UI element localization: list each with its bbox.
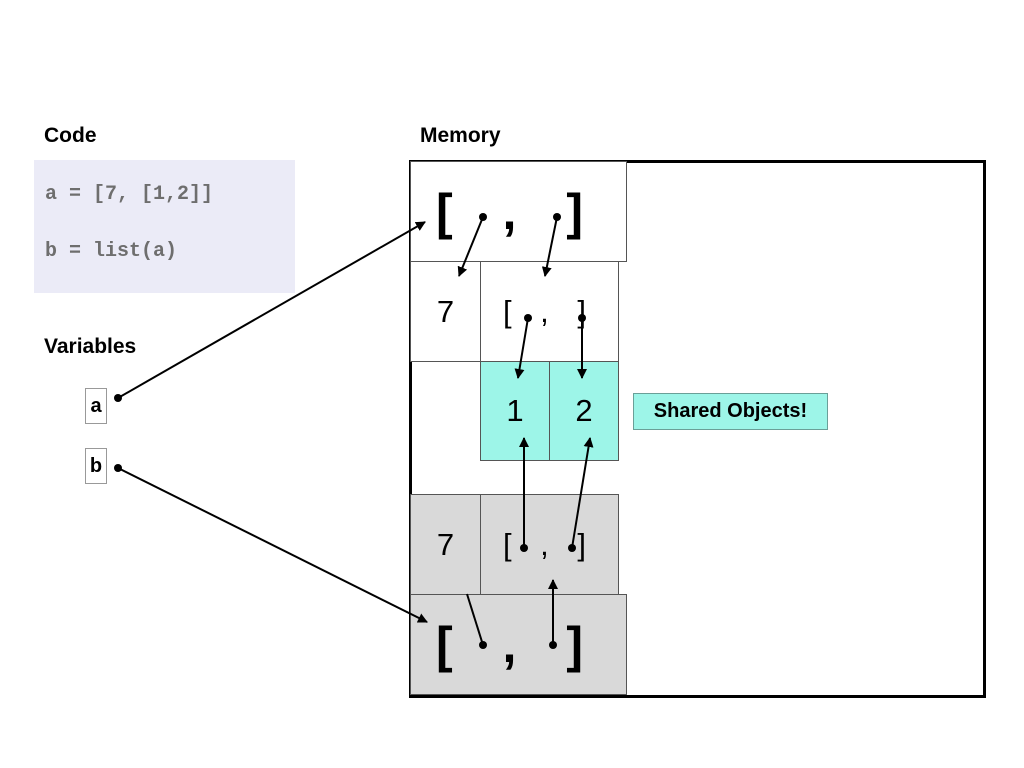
int-1-shared: 1 <box>480 361 550 461</box>
memory-heading: Memory <box>420 124 501 147</box>
int-7-b-label: 7 <box>436 526 455 562</box>
variable-b: b <box>85 448 107 484</box>
outer-list-b: [ , ] <box>410 594 627 695</box>
code-line-2: b = list(a) <box>45 240 178 263</box>
code-line-1: a = [7, [1,2]] <box>45 183 214 206</box>
int-7-b: 7 <box>410 494 481 595</box>
code-heading: Code <box>44 124 97 147</box>
outer-list-a: [ , ] <box>410 161 627 262</box>
int-7-a-label: 7 <box>436 293 455 329</box>
outer-list-b-label: [ , ] <box>436 616 601 673</box>
code-block: a = [7, [1,2]] b = list(a) <box>34 160 295 293</box>
inner-list-b-label: [ , ] <box>502 526 597 562</box>
int-2-shared: 2 <box>549 361 619 461</box>
int-2-label: 2 <box>575 393 593 428</box>
arrow-b-to-outer-list-b <box>114 464 428 623</box>
int-1-label: 1 <box>506 393 524 428</box>
memory-frame <box>409 160 986 698</box>
inner-list-a-label: [ , ] <box>502 293 597 329</box>
shared-objects-callout: Shared Objects! <box>633 393 828 430</box>
inner-list-b: [ , ] <box>480 494 619 595</box>
int-7-a: 7 <box>410 261 481 362</box>
variables-heading: Variables <box>44 335 137 358</box>
inner-list-a: [ , ] <box>480 261 619 362</box>
variable-a: a <box>85 388 107 424</box>
outer-list-a-label: [ , ] <box>436 183 601 240</box>
